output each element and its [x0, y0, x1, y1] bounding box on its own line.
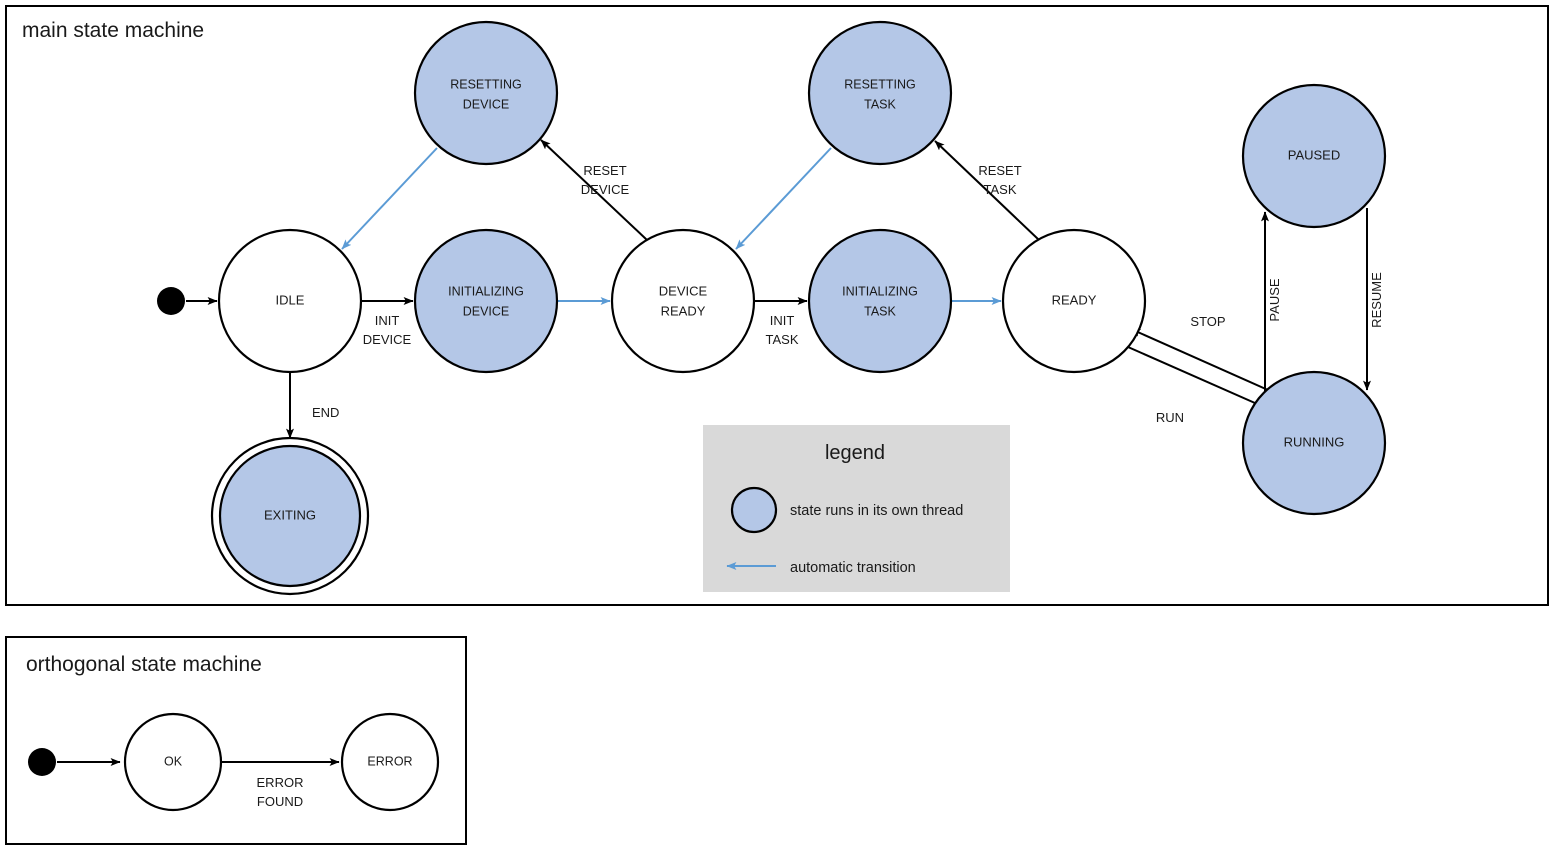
legend-threaded-state-swatch-icon	[730, 486, 778, 534]
transition-ready-run-running	[1127, 346, 1265, 408]
state-node-ok[interactable]: OK	[123, 712, 223, 812]
label-resume: RESUME	[1369, 272, 1384, 328]
label-pause: PAUSE	[1267, 278, 1282, 321]
state-label-device-ready-l1: DEVICE	[659, 283, 708, 298]
label-init-device: INIT DEVICE	[363, 313, 412, 347]
label-init-task-l1: INIT	[770, 313, 795, 328]
state-label-resetting-task-l2: TASK	[864, 97, 896, 111]
state-circle-error[interactable]	[340, 712, 440, 812]
state-circle-initializing-task[interactable]	[807, 228, 953, 374]
state-node-paused[interactable]: PAUSED	[1241, 83, 1387, 229]
state-circle-ready[interactable]	[1001, 228, 1147, 374]
label-error-found: ERROR FOUND	[257, 775, 304, 809]
legend-panel: legend state runs in its own thread auto…	[703, 425, 1010, 592]
state-label-resetting-device-l1: RESETTING	[450, 77, 522, 91]
states-layer: IDLE INITIALIZING DEVICE RESETTING DEVIC…	[157, 20, 1387, 596]
state-node-error[interactable]: ERROR	[340, 712, 440, 812]
label-init-task-l2: TASK	[766, 332, 799, 347]
label-error-found-l2: FOUND	[257, 794, 303, 809]
label-init-task: INIT TASK	[766, 313, 799, 347]
state-node-exiting[interactable]: EXITING	[210, 436, 370, 596]
state-label-resetting-device-l2: DEVICE	[463, 97, 510, 111]
state-label-device-ready-l2: READY	[661, 303, 706, 318]
state-circle-initializing-device[interactable]	[413, 228, 559, 374]
label-run: RUN	[1156, 410, 1184, 425]
state-label-exiting: EXITING	[264, 507, 316, 522]
transition-ready-resettask	[934, 140, 1040, 241]
state-circle-resetting-device[interactable]	[413, 20, 559, 166]
state-node-device-ready[interactable]: DEVICE READY	[610, 228, 756, 374]
label-end: END	[312, 405, 339, 420]
state-node-idle[interactable]: IDLE	[217, 228, 363, 374]
state-label-initializing-task-l2: TASK	[864, 304, 896, 318]
state-node-initializing-task[interactable]: INITIALIZING TASK	[807, 228, 953, 374]
state-label-ready: READY	[1052, 292, 1097, 307]
state-label-error: ERROR	[367, 754, 412, 768]
transition-resetdevice-idle-auto	[341, 147, 438, 250]
transition-deviceready-resetdevice	[540, 139, 648, 241]
transition-resettask-deviceready-auto	[735, 147, 832, 250]
label-init-device-l1: INIT	[375, 313, 400, 328]
legend-threaded-state-label: state runs in its own thread	[790, 503, 963, 519]
state-circle-ok[interactable]	[123, 712, 223, 812]
label-stop: STOP	[1190, 314, 1225, 329]
state-circle-running[interactable]	[1241, 370, 1387, 516]
state-circle-idle[interactable]	[217, 228, 363, 374]
state-node-running[interactable]: RUNNING	[1241, 370, 1387, 516]
state-label-idle: IDLE	[276, 292, 305, 307]
state-label-initializing-device-l1: INITIALIZING	[448, 284, 524, 298]
state-circle-device-ready[interactable]	[610, 228, 756, 374]
state-label-running: RUNNING	[1284, 434, 1345, 449]
state-node-resetting-device[interactable]: RESETTING DEVICE	[413, 20, 559, 166]
legend-auto-transition-label: automatic transition	[790, 560, 916, 576]
label-error-found-l1: ERROR	[257, 775, 304, 790]
state-label-initializing-device-l2: DEVICE	[463, 304, 510, 318]
transitions-layer	[186, 139, 1371, 439]
orthogonal-state-machine-frame: orthogonal state machine OK ERROR FOUND …	[5, 636, 467, 845]
state-label-ok: OK	[164, 754, 183, 768]
state-node-initializing-device[interactable]: INITIALIZING DEVICE	[413, 228, 559, 374]
transition-labels-layer: INIT DEVICE RESET DEVICE INIT TASK RESET…	[312, 163, 1384, 425]
state-circle-resetting-task[interactable]	[807, 20, 953, 166]
state-label-paused: PAUSED	[1288, 147, 1341, 162]
label-reset-task-l2: TASK	[984, 182, 1017, 197]
transition-running-stop-ready	[1130, 328, 1269, 391]
label-reset-device-l1: RESET	[583, 163, 626, 178]
orthogonal-initial-state-marker	[28, 748, 56, 776]
label-reset-task-l1: RESET	[978, 163, 1021, 178]
state-label-initializing-task-l1: INITIALIZING	[842, 284, 918, 298]
state-circle-paused[interactable]	[1241, 83, 1387, 229]
orthogonal-frame-title: orthogonal state machine	[26, 653, 262, 676]
label-reset-device: RESET DEVICE	[581, 163, 630, 197]
label-init-device-l2: DEVICE	[363, 332, 412, 347]
initial-state-marker	[157, 287, 185, 315]
state-node-resetting-task[interactable]: RESETTING TASK	[807, 20, 953, 166]
state-node-ready[interactable]: READY	[1001, 228, 1147, 374]
state-circle-exiting[interactable]	[218, 444, 362, 588]
main-frame-title: main state machine	[22, 19, 204, 42]
state-label-resetting-task-l1: RESETTING	[844, 77, 916, 91]
legend-title: legend	[825, 442, 885, 464]
label-reset-device-l2: DEVICE	[581, 182, 630, 197]
label-reset-task: RESET TASK	[978, 163, 1021, 197]
